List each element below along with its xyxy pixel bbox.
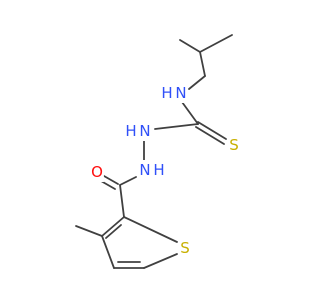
bond-methyl-a-ch <box>179 39 201 53</box>
atom-label-background <box>228 135 240 155</box>
bond-c3-c4 <box>101 235 115 269</box>
bond-s-c2 <box>123 216 178 243</box>
atom-h-n-top: H <box>161 84 172 102</box>
atom-label-background <box>174 83 188 103</box>
bond-layer <box>75 34 233 269</box>
atom-h-n-hydrazine-lower: H <box>153 161 164 179</box>
bond-c-o-double-b <box>100 180 116 190</box>
bond-c2-c3 <box>101 216 125 237</box>
bond-ch-methyl-b <box>199 34 233 53</box>
atom-o-carbonyl: O <box>91 163 103 181</box>
atom-n-hydrazine-lower: N <box>139 161 150 179</box>
atom-label-background <box>179 238 191 258</box>
atom-label-background <box>152 160 166 180</box>
bond-c-thio-n <box>154 123 199 130</box>
bond-n-c-carbonyl <box>119 176 137 186</box>
atom-h-n-hydrazine-upper: H <box>125 122 136 140</box>
bond-c3-methyl <box>75 225 103 237</box>
bond-c-o-double-a <box>103 175 119 185</box>
molecule-structure: N H S N H O N H S <box>75 34 240 269</box>
bond-c5-s <box>143 253 178 269</box>
atom-s-thiocarbonyl: S <box>229 136 239 154</box>
atom-label-background <box>138 160 152 180</box>
atom-n-top: N <box>175 84 186 102</box>
atom-n-hydrazine-upper: N <box>139 122 150 140</box>
atom-label-background <box>160 83 174 103</box>
bond-c-s-double-b <box>195 126 225 145</box>
atom-s-thiophene: S <box>180 239 190 257</box>
molecule-canvas: N H S N H O N H S <box>75 34 240 269</box>
atom-label-background <box>124 121 138 141</box>
bond-ch2-n <box>188 75 206 90</box>
atom-layer: N H S N H O N H S <box>90 83 240 258</box>
bond-carbonyl-c2 <box>119 184 125 218</box>
atom-label-background <box>138 121 152 141</box>
bond-c2-c3-inner <box>105 224 122 239</box>
bond-ch-ch2 <box>199 51 206 77</box>
bond-n-c-thio <box>181 101 199 125</box>
atom-label-background <box>90 162 104 182</box>
bond-c-s-double-a <box>197 121 227 140</box>
